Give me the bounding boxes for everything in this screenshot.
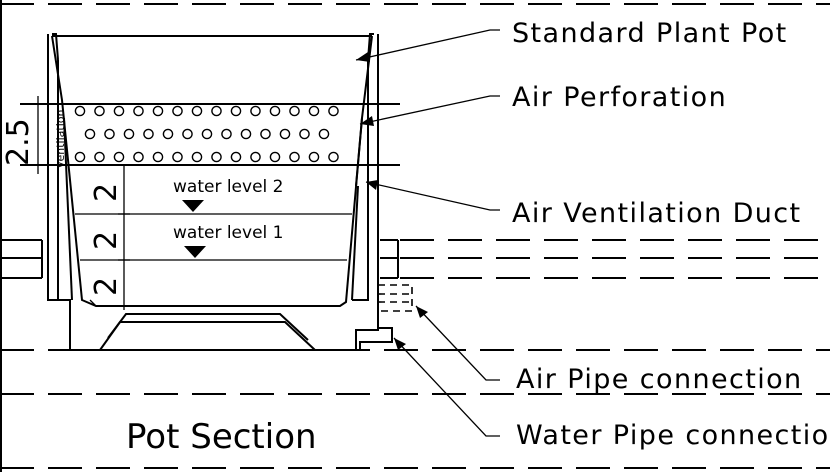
air-pipe-stub: [377, 284, 413, 312]
dimension-level-gap-bottom: 2: [89, 277, 124, 296]
perforation-hole: [221, 128, 232, 140]
water-level-1-arrow: [184, 246, 206, 258]
dimension-level-gap-top: 2: [89, 183, 124, 202]
perforation-hole: [211, 105, 222, 117]
water-level-1-label: water level 1: [173, 223, 283, 243]
perforation-hole: [94, 105, 105, 117]
perforation-hole: [289, 105, 300, 117]
perforation-hole: [250, 151, 261, 163]
callout-standard-plant-pot: Standard Plant Pot: [512, 18, 788, 49]
perforation-hole: [143, 128, 154, 140]
perforation-hole: [172, 151, 183, 163]
perforation-hole: [269, 151, 281, 163]
perforation-hole: [260, 128, 271, 140]
perforation-hole: [230, 105, 242, 117]
perforation-hole: [133, 105, 144, 117]
perforation-hole: [299, 128, 310, 140]
perforation-hole: [113, 151, 125, 163]
dimension-perforation-band: 2.5: [1, 118, 36, 166]
air-perforation-holes: [74, 105, 339, 163]
perforation-hole: [152, 105, 164, 117]
perforation-hole: [191, 105, 203, 117]
perforation-hole: [182, 128, 193, 140]
ventilation-label: ventilation: [54, 109, 67, 168]
perforation-hole: [152, 151, 164, 163]
dimension-chain: [32, 96, 130, 310]
water-level-2-arrow: [182, 200, 204, 212]
perforation-hole: [308, 105, 320, 117]
perforation-hole: [191, 151, 203, 163]
callout-air-ventilation-duct: Air Ventilation Duct: [512, 198, 802, 229]
perforation-hole: [289, 151, 300, 163]
perforation-hole: [84, 128, 96, 140]
callout-air-perforation: Air Perforation: [512, 82, 727, 113]
perforation-hole: [230, 151, 242, 163]
perforation-hole: [250, 105, 261, 117]
perforation-hole: [74, 151, 86, 163]
perforation-hole: [123, 128, 135, 140]
callout-air-pipe-connection: Air Pipe connection: [516, 364, 803, 395]
perforation-hole: [201, 128, 213, 140]
perforation-hole: [211, 151, 222, 163]
perforation-hole: [133, 151, 144, 163]
perforation-hole: [318, 128, 330, 140]
standard-plant-pot: [51, 35, 373, 307]
perforation-hole: [308, 151, 320, 163]
leader-lines: [355, 29, 500, 437]
callout-water-pipe-connection: Water Pipe connection: [516, 420, 830, 451]
water-level-2-marker: water level 2: [173, 177, 283, 212]
perforation-hole: [162, 128, 174, 140]
air-ventilation-duct: [63, 117, 363, 301]
perforation-hole: [240, 128, 252, 140]
dimension-level-gap-middle: 2: [89, 231, 124, 250]
perforation-hole: [279, 128, 291, 140]
perforation-hole: [104, 128, 115, 140]
perforation-hole: [172, 105, 183, 117]
perforation-hole: [328, 151, 339, 163]
perforation-hole: [94, 151, 105, 163]
perforation-hole: [269, 105, 281, 117]
drawing-title: Pot Section: [126, 417, 317, 457]
perforation-hole: [74, 105, 86, 117]
perforation-hole: [113, 105, 125, 117]
perforation-hole: [328, 105, 339, 117]
water-level-1-marker: water level 1: [173, 223, 283, 258]
water-level-2-label: water level 2: [173, 177, 283, 197]
pipe-channel: [0, 239, 830, 395]
